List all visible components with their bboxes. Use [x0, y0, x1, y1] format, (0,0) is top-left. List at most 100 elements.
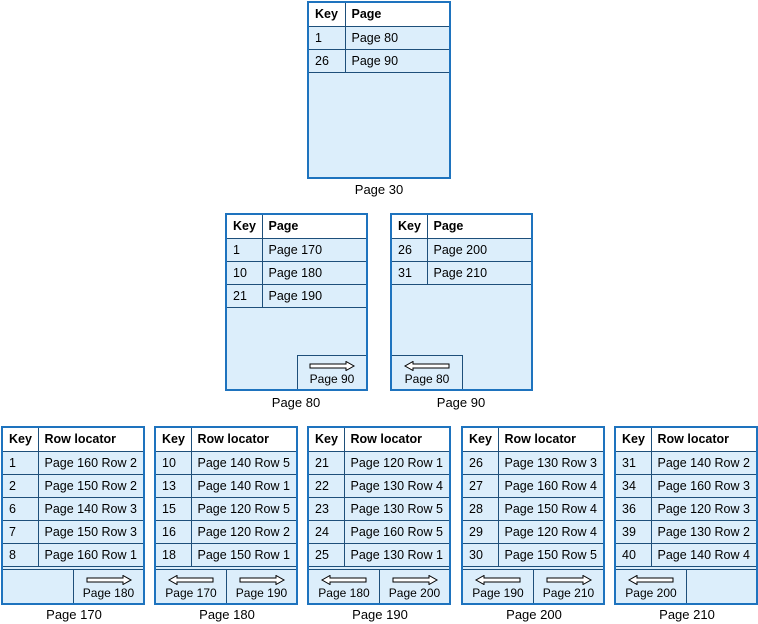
table-row: 1 Page 170 [227, 238, 366, 262]
root-table: Key Page 1 Page 80 26 Page 90 [309, 3, 449, 73]
key-cell: 36 [616, 497, 652, 521]
next-page-pointer: Page 200 [379, 570, 449, 603]
key-cell: 24 [309, 520, 345, 544]
left-arrow-icon [320, 575, 367, 585]
table-row: 26 Page 90 [309, 49, 449, 73]
next-page-pointer: Page 180 [73, 570, 143, 603]
prev-page-pointer: Page 180 [309, 570, 379, 603]
row-locator-cell: Page 160 Row 5 [344, 520, 449, 544]
intermediate-table: Key Page 1 Page 170 10 Page 180 21 Page … [227, 215, 366, 308]
right-arrow-icon [309, 361, 356, 371]
table-row: 21 Page 190 [227, 284, 366, 308]
key-header: Key [3, 428, 39, 452]
sibling-pointers: Page 180 [3, 569, 143, 603]
page-caption: Page 200 [506, 607, 562, 622]
page-header: Page [262, 215, 366, 239]
prev-page-pointer: Page 170 [156, 570, 226, 603]
prev-page-label: Page 180 [318, 586, 370, 600]
key-header: Key [227, 215, 263, 239]
key-cell: 21 [309, 451, 345, 475]
next-page-label: Page 200 [388, 586, 441, 600]
page-caption: Page 80 [271, 395, 321, 410]
prev-page-pointer: Page 190 [463, 570, 533, 603]
key-header: Key [392, 215, 428, 239]
left-arrow-icon [403, 361, 450, 371]
row-locator-cell: Page 150 Row 2 [38, 474, 143, 498]
prev-page-label: Page 190 [472, 586, 524, 600]
row-locator-header: Row locator [191, 428, 296, 452]
page-cell: Page 180 [262, 261, 366, 285]
page-header: Page [427, 215, 531, 239]
intermediate-table: Key Page 26 Page 200 31 Page 210 [392, 215, 531, 285]
intermediate-page: Key Page 26 Page 200 31 Page 210 Page 80 [390, 213, 533, 391]
prev-page-label: Page 200 [625, 586, 677, 600]
row-locator-header: Row locator [344, 428, 449, 452]
next-page-pointer: Page 210 [533, 570, 603, 603]
key-cell: 18 [156, 543, 192, 567]
row-locator-cell: Page 140 Row 3 [38, 497, 143, 521]
row-locator-cell: Page 140 Row 2 [651, 451, 756, 475]
left-arrow-icon [474, 575, 521, 585]
page-cell: Page 90 [345, 49, 449, 73]
row-locator-cell: Page 160 Row 1 [38, 543, 143, 567]
key-cell: 10 [156, 451, 192, 475]
row-locator-cell: Page 130 Row 1 [344, 543, 449, 567]
key-cell: 31 [392, 261, 428, 285]
key-header: Key [309, 428, 345, 452]
row-locator-cell: Page 140 Row 5 [191, 451, 296, 475]
row-locator-cell: Page 150 Row 1 [191, 543, 296, 567]
next-page-label: Page 190 [235, 586, 288, 600]
next-page-pointer: Page 190 [226, 570, 296, 603]
key-cell: 1 [3, 451, 39, 475]
key-cell: 21 [227, 284, 263, 308]
key-cell: 30 [463, 543, 499, 567]
key-cell: 26 [392, 238, 428, 262]
page-cell: Page 190 [262, 284, 366, 308]
next-page-label: Page 90 [309, 372, 355, 386]
row-locator-cell: Page 150 Row 4 [498, 497, 603, 521]
row-locator-cell: Page 140 Row 1 [191, 474, 296, 498]
row-locator-header: Row locator [498, 428, 603, 452]
intermediate-page: Key Page 1 Page 170 10 Page 180 21 Page … [225, 213, 368, 391]
key-cell: 29 [463, 520, 499, 544]
left-arrow-icon [627, 575, 674, 585]
table-header-row: Key Page [392, 215, 531, 239]
page-header: Page [345, 3, 449, 27]
right-arrow-icon [546, 575, 592, 585]
table-header-row: Key Page [227, 215, 366, 239]
row-locator-cell: Page 140 Row 4 [651, 543, 756, 567]
key-cell: 1 [227, 238, 263, 262]
key-cell: 8 [3, 543, 39, 567]
table-header-row: Key Page [309, 3, 449, 27]
right-arrow-icon [239, 575, 285, 585]
row-locator-cell: Page 130 Row 5 [344, 497, 449, 521]
row-locator-cell: Page 120 Row 5 [191, 497, 296, 521]
key-cell: 6 [3, 497, 39, 521]
row-locator-cell: Page 120 Row 3 [651, 497, 756, 521]
right-arrow-icon [392, 575, 438, 585]
page-caption: Page 190 [352, 607, 408, 622]
